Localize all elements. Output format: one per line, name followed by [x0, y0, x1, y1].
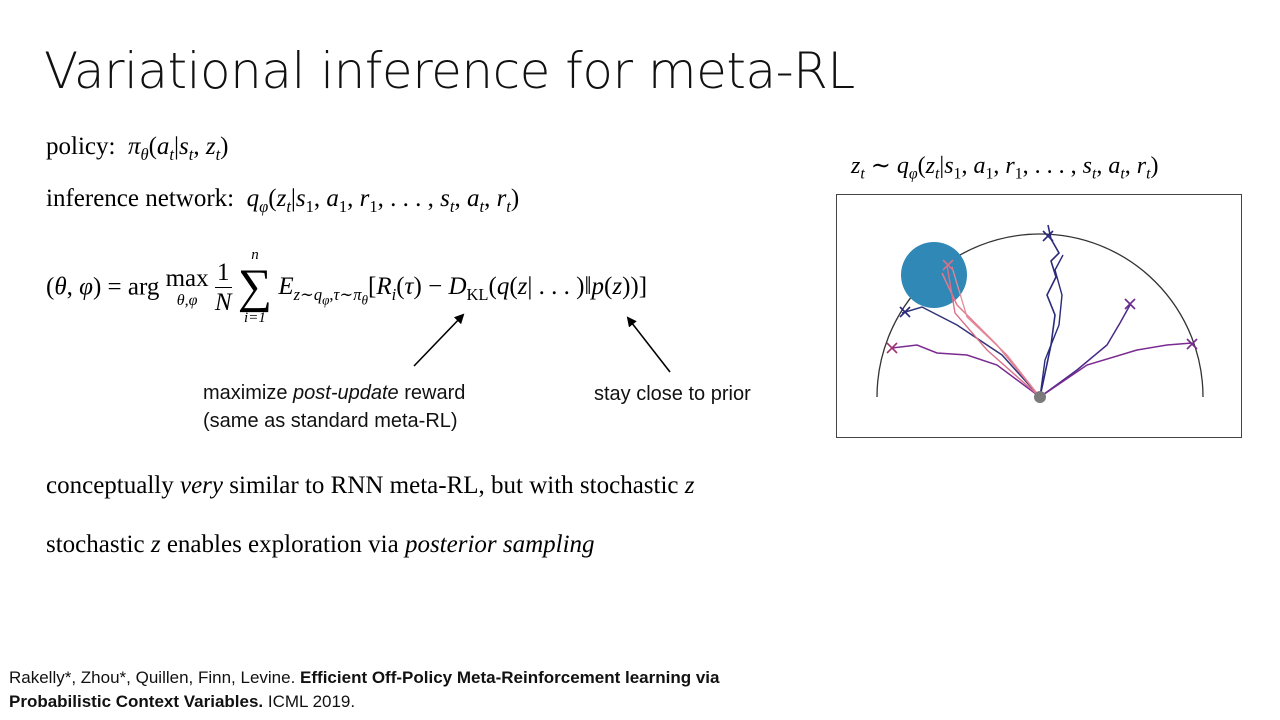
policy-equation: policy: πθ(at|st, zt) [46, 133, 229, 164]
start-point [1034, 391, 1046, 403]
objective-equation: (θ, φ) = arg max θ,φ 1 N n ∑ i=1 Ez∼qφ,τ… [46, 247, 648, 326]
end-marker [886, 342, 898, 354]
semicircle-boundary [876, 233, 1204, 398]
end-marker [899, 306, 911, 318]
reward-annotation: maximize post-update reward (same as sta… [203, 382, 466, 432]
trajectory-right-upper [1039, 304, 1131, 398]
argmax-subscript: θ,φ [176, 291, 198, 309]
end-marker [1186, 338, 1198, 350]
trajectory-to-goal-3 [951, 266, 1041, 398]
trajectory-up [1039, 224, 1060, 398]
trajectory-plot [836, 194, 1242, 438]
summation-symbol: n ∑ i=1 [237, 247, 273, 326]
citation: Rakelly*, Zhou*, Quillen, Finn, Levine. … [9, 668, 720, 711]
trajectory-up-2 [1039, 254, 1064, 398]
end-marker [1124, 298, 1136, 310]
slide-title: Variational inference for meta-RL [44, 42, 855, 100]
end-marker [942, 259, 954, 271]
plot-caption: zt ∼ qφ(zt|s1, a1, r1, . . . , st, at, r… [851, 153, 1159, 183]
trajectory-to-goal-2 [946, 264, 1041, 398]
prior-annotation: stay close to prior [594, 383, 751, 405]
inference-network-equation: inference network: qφ(zt|s1, a1, r1, . .… [46, 185, 520, 216]
statement-rnn-similarity: conceptually very similar to RNN meta-RL… [46, 472, 695, 499]
statement-posterior-sampling: stochastic z enables exploration via pos… [46, 531, 595, 558]
argmax-operator: max θ,φ [165, 264, 209, 309]
end-markers [886, 230, 1198, 354]
trajectory-to-goal-1 [941, 272, 1041, 398]
trajectory-right [1039, 342, 1193, 398]
trajectory-left [891, 344, 1041, 398]
policy-label: policy: [46, 133, 116, 160]
reward-arrow [413, 313, 465, 367]
inference-label: inference network: [46, 185, 235, 212]
trajectory-left-upper [901, 306, 1041, 398]
trajectory-plot-svg [876, 224, 1204, 403]
goal-circle [901, 242, 967, 308]
end-marker [1042, 230, 1054, 242]
prior-arrow [626, 316, 671, 373]
one-over-n-fraction: 1 N [214, 258, 232, 316]
